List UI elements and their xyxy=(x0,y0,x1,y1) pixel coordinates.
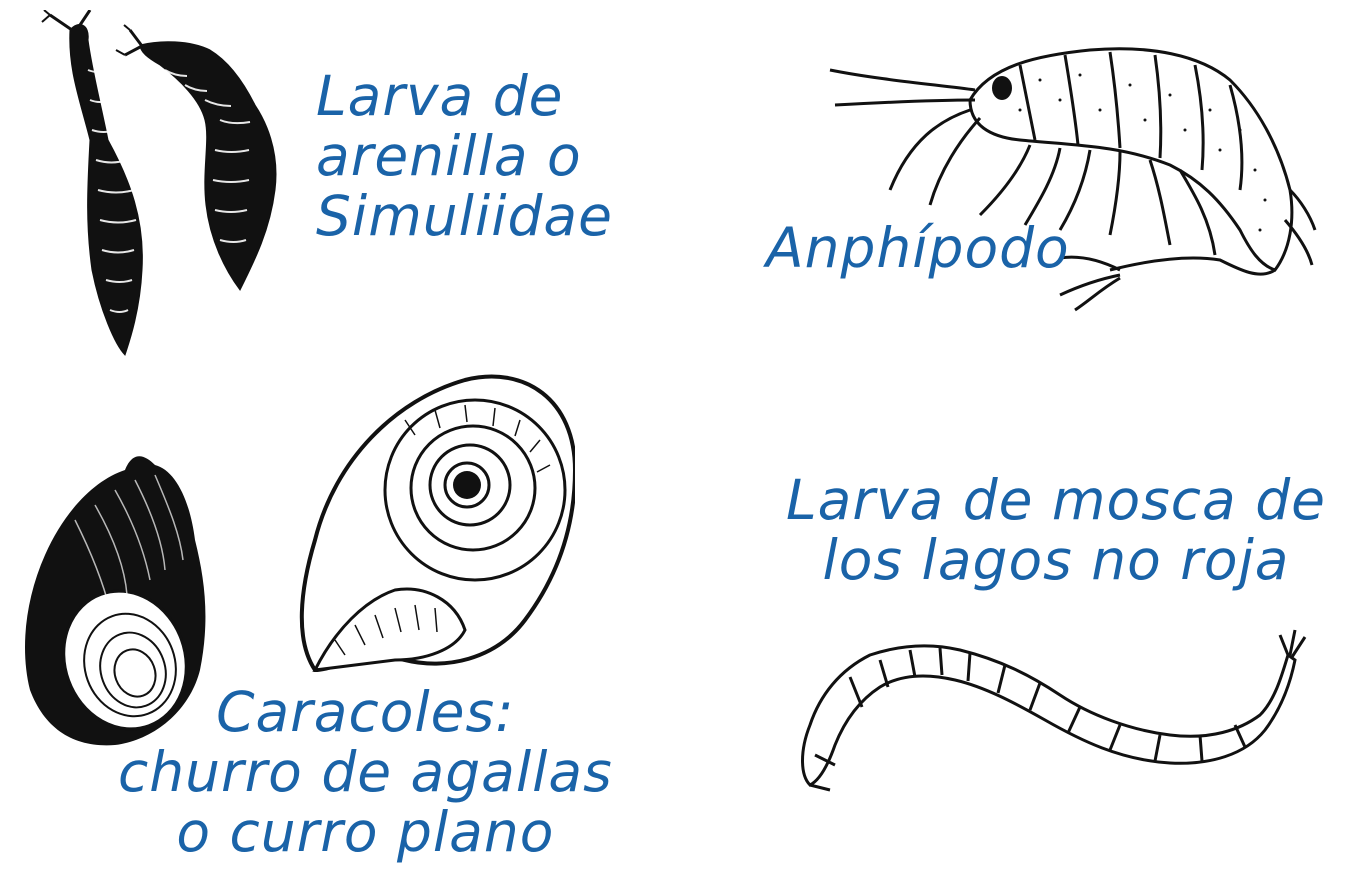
simuliidae-label-line-3: Simuliidae xyxy=(316,184,613,248)
snails-label-line-2: churro de agallas xyxy=(118,740,613,804)
midge-label-line-1: Larva de mosca de xyxy=(786,468,1326,532)
simuliidae-label-line-2: arenilla o xyxy=(316,124,582,188)
simuliidae-larva-illustration xyxy=(41,10,277,356)
amphipod-illustration xyxy=(829,47,1317,312)
midge-label-line-2: los lagos no roja xyxy=(822,528,1290,592)
midge-label: Larva de mosca de los lagos no roja xyxy=(786,470,1326,590)
snails-label: Caracoles: churro de agallas o curro pla… xyxy=(118,682,613,862)
midge-larva-illustration xyxy=(801,629,1307,792)
simuliidae-label-line-1: Larva de xyxy=(316,64,564,128)
amphipod-label: Anphípodo xyxy=(766,218,1070,278)
snails-illustration xyxy=(25,374,575,746)
snails-label-line-3: o curro plano xyxy=(176,800,555,864)
simuliidae-label: Larva de arenilla o Simuliidae xyxy=(316,66,613,246)
snails-label-line-1: Caracoles: xyxy=(216,680,515,744)
amphipod-label-line-1: Anphípodo xyxy=(766,216,1070,280)
